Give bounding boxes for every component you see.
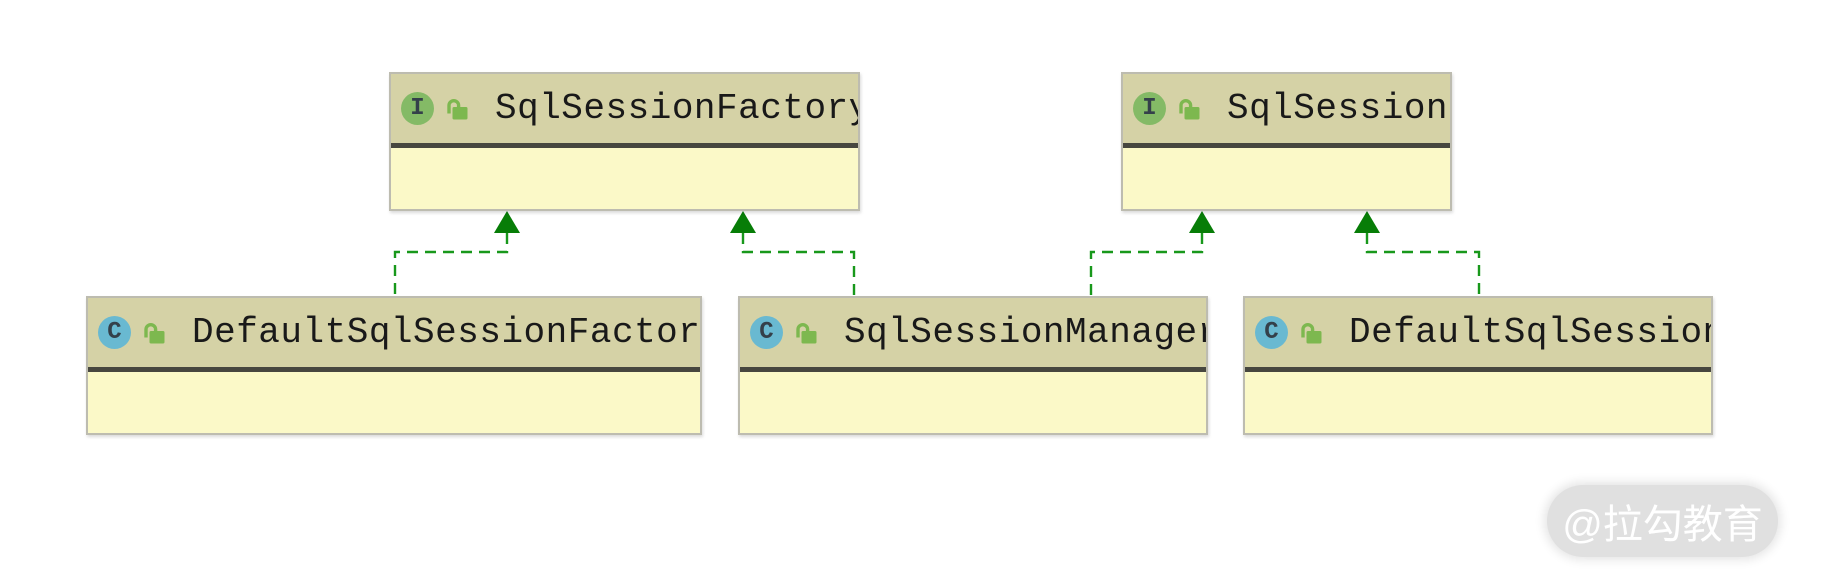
implements-arrow-icon bbox=[730, 211, 756, 233]
implements-arrow-icon bbox=[494, 211, 520, 233]
node-header: C SqlSessionManager bbox=[740, 298, 1206, 367]
class-node-defaultsqlsessionfactory[interactable]: C DefaultSqlSessionFactory bbox=[86, 296, 702, 435]
class-node-defaultsqlsession[interactable]: C DefaultSqlSession bbox=[1243, 296, 1713, 435]
class-node-sqlsessionmanager[interactable]: C SqlSessionManager bbox=[738, 296, 1208, 435]
header-separator bbox=[88, 367, 700, 372]
interface-badge-icon: I bbox=[401, 92, 434, 125]
class-badge-icon: C bbox=[750, 316, 783, 349]
node-header: I SqlSession bbox=[1123, 74, 1450, 143]
unlock-icon bbox=[142, 320, 166, 346]
interface-badge-icon: I bbox=[1133, 92, 1166, 125]
watermark-badge: @拉勾教育 bbox=[1547, 485, 1778, 557]
edge-sqlsessionmanager-implements-sqlsession bbox=[1089, 211, 1215, 296]
node-members-compartment bbox=[88, 372, 700, 433]
edge-sqlsessionmanager-implements-sqlsessionfactory bbox=[730, 211, 856, 296]
node-header: C DefaultSqlSessionFactory bbox=[88, 298, 700, 367]
node-title: SqlSessionManager bbox=[844, 312, 1206, 353]
node-header: I SqlSessionFactory bbox=[391, 74, 858, 143]
node-members-compartment bbox=[1123, 148, 1450, 209]
implements-arrow-icon bbox=[1189, 211, 1215, 233]
header-separator bbox=[740, 367, 1206, 372]
class-badge-icon: C bbox=[1255, 316, 1288, 349]
node-members-compartment bbox=[391, 148, 858, 209]
unlock-icon bbox=[794, 320, 818, 346]
node-title: SqlSessionFactory bbox=[495, 88, 858, 129]
node-title: SqlSession bbox=[1227, 88, 1449, 129]
node-title: DefaultSqlSessionFactory bbox=[192, 312, 700, 353]
node-header: C DefaultSqlSession bbox=[1245, 298, 1711, 367]
edge-defaultsqlsessionfactory-implements-sqlsessionfactory bbox=[393, 211, 520, 296]
node-members-compartment bbox=[1245, 372, 1711, 433]
implements-arrow-icon bbox=[1354, 211, 1380, 233]
class-node-sqlsessionfactory[interactable]: I SqlSessionFactory bbox=[389, 72, 860, 211]
header-separator bbox=[391, 143, 858, 148]
watermark-text: @拉勾教育 bbox=[1562, 503, 1763, 547]
unlock-icon bbox=[1177, 96, 1201, 122]
header-separator bbox=[1123, 143, 1450, 148]
node-title: DefaultSqlSession bbox=[1349, 312, 1711, 353]
node-members-compartment bbox=[740, 372, 1206, 433]
class-badge-icon: C bbox=[98, 316, 131, 349]
unlock-icon bbox=[445, 96, 469, 122]
header-separator bbox=[1245, 367, 1711, 372]
edge-defaultsqlsession-implements-sqlsession bbox=[1354, 211, 1481, 296]
class-node-sqlsession[interactable]: I SqlSession bbox=[1121, 72, 1452, 211]
unlock-icon bbox=[1299, 320, 1323, 346]
